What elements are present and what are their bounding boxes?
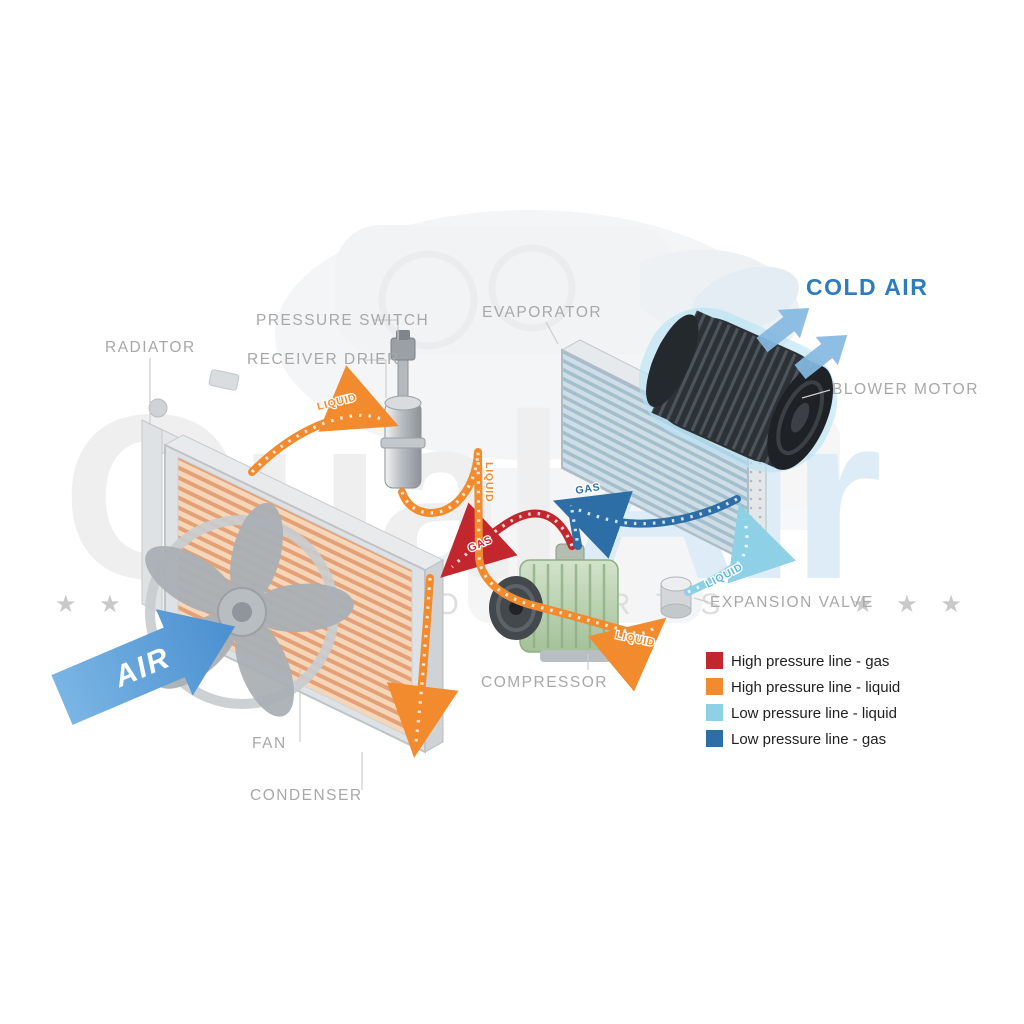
legend-label-high-gas: High pressure line - gas bbox=[731, 653, 889, 670]
watermark-stars-right: ★ ★ ★ bbox=[852, 591, 970, 618]
legend-swatch-low-gas bbox=[706, 730, 723, 747]
line-low-pressure-liquid bbox=[684, 503, 796, 596]
legend-label-low-gas: Low pressure line - gas bbox=[731, 731, 886, 748]
legend-swatch-high-liquid bbox=[706, 678, 723, 695]
pressure-switch-label: PRESSURE SWITCH bbox=[256, 312, 429, 329]
expansion-valve-illustration bbox=[660, 576, 692, 619]
condenser-label: CONDENSER bbox=[250, 787, 363, 804]
receiver-drier-illustration bbox=[380, 395, 426, 489]
legend-item-low-gas: Low pressure line - gas bbox=[706, 730, 886, 748]
legend-item-high-gas: High pressure line - gas bbox=[706, 652, 889, 670]
line-low-pressure-gas bbox=[552, 490, 741, 559]
legend-item-low-liquid: Low pressure line - liquid bbox=[706, 704, 897, 722]
legend-item-high-liquid: High pressure line - liquid bbox=[706, 678, 900, 696]
cold-air-arrow-icon bbox=[756, 308, 848, 380]
refrigerant-lines bbox=[248, 365, 796, 758]
legend: High pressure line - gas High pressure l… bbox=[706, 652, 900, 748]
blower-motor-illustration bbox=[638, 307, 838, 473]
receiver-drier-label: RECEIVER DRIER bbox=[247, 351, 400, 368]
compressor-label: COMPRESSOR bbox=[481, 674, 608, 691]
cold-air-label: COLD AIR bbox=[806, 274, 928, 300]
line-high-pressure-liquid-to-valve bbox=[398, 448, 667, 692]
label-leader-lines bbox=[149, 319, 831, 790]
component-labels: RADIATOR PRESSURE SWITCH RECEIVER DRIER … bbox=[105, 274, 979, 804]
expansion-valve-label: EXPANSION VALVE bbox=[710, 594, 874, 611]
legend-swatch-low-liquid bbox=[706, 704, 723, 721]
gas-low-pressure-label: GAS bbox=[575, 481, 602, 497]
blower-motor-label: BLOWER MOTOR bbox=[832, 381, 979, 398]
liquid-vertical-label: LIQUID bbox=[483, 462, 495, 502]
evaporator-label: EVAPORATOR bbox=[482, 304, 602, 321]
air-flow-arrow: AIR bbox=[51, 609, 236, 725]
legend-label-high-liquid: High pressure line - liquid bbox=[731, 679, 900, 696]
legend-swatch-high-gas bbox=[706, 652, 723, 669]
line-low-pressure-gas-drop bbox=[568, 506, 582, 550]
fan-label: FAN bbox=[252, 735, 287, 752]
radiator-label: RADIATOR bbox=[105, 339, 196, 356]
legend-label-low-liquid: Low pressure line - liquid bbox=[731, 705, 897, 722]
